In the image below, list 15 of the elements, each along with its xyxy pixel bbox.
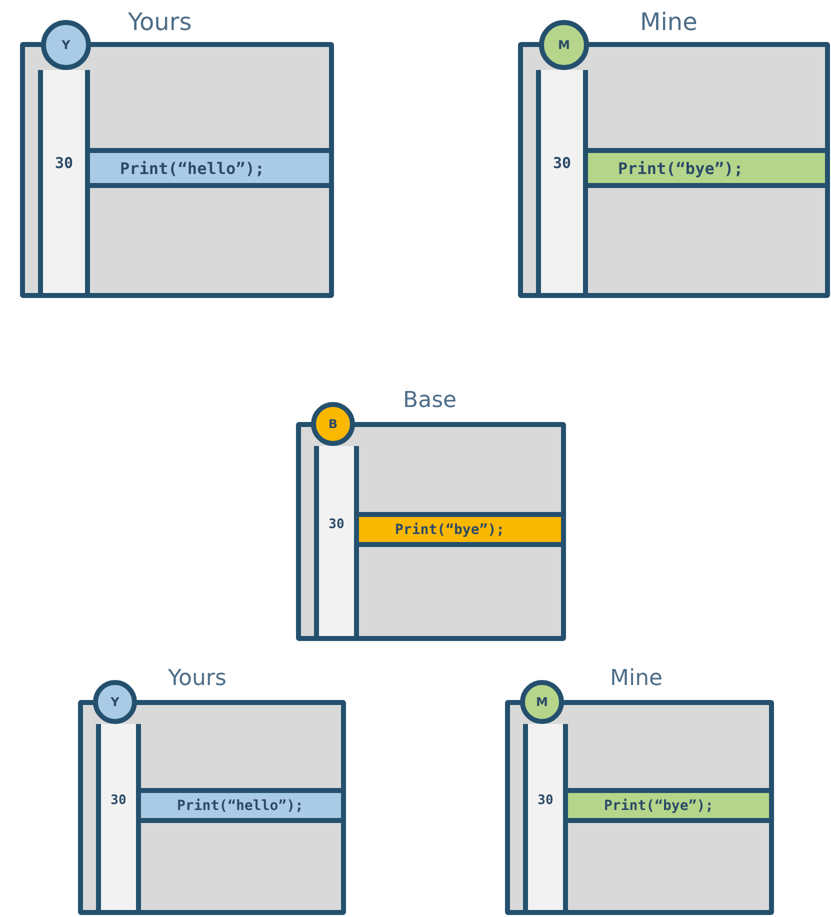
line-number: 30 xyxy=(536,792,554,810)
line-number: 30 xyxy=(552,153,572,174)
panel-title: Base xyxy=(403,388,457,413)
line-number: 30 xyxy=(54,153,74,174)
avatar-badge: B xyxy=(311,402,355,446)
panel-title: Mine xyxy=(640,8,698,36)
panel-title: Mine xyxy=(610,666,663,691)
avatar-badge: M xyxy=(520,680,564,724)
panel-title: Yours xyxy=(128,8,192,36)
line-number: 30 xyxy=(328,516,346,534)
avatar-badge: Y xyxy=(93,680,137,724)
line-number: 30 xyxy=(110,792,128,810)
avatar-badge: M xyxy=(539,20,589,70)
panel-title: Yours xyxy=(168,666,226,691)
avatar-badge: Y xyxy=(41,20,91,70)
